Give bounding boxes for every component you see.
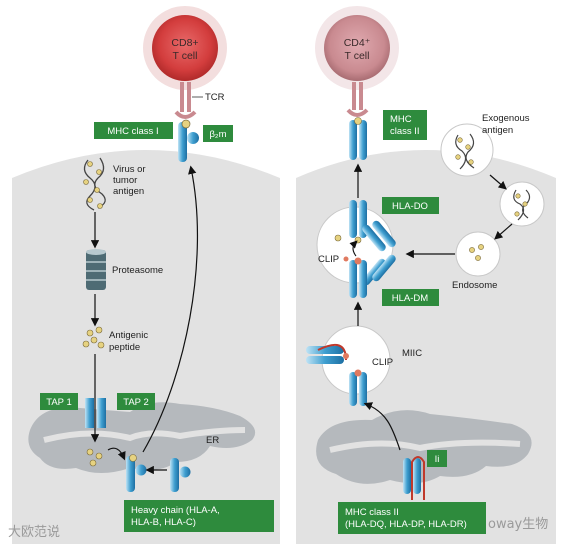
er-peptides-icon xyxy=(86,448,103,467)
endosome-peptides xyxy=(469,244,484,261)
exogenous-antigen-icon xyxy=(455,133,475,170)
tap1-badge xyxy=(40,393,78,410)
peptide-label-line2: peptide xyxy=(109,342,140,353)
tap2-badge xyxy=(117,393,155,410)
endosome-antigen-dots xyxy=(514,193,528,217)
er-lumen-fold xyxy=(43,427,246,443)
heavy-chain-badge xyxy=(124,500,274,532)
arrow-exogenous-to-endosome xyxy=(489,174,507,190)
free-peptide xyxy=(334,234,342,242)
miic-label: MIIC xyxy=(402,348,422,359)
mhc-class-i-badge xyxy=(94,122,173,139)
proteasome-icon xyxy=(86,249,106,290)
mhc-class-ii-box-line1: MHC class II xyxy=(345,507,399,518)
early-endosome xyxy=(499,181,545,227)
ii-badge xyxy=(427,450,447,467)
clip-label-upper: CLIP xyxy=(318,254,339,265)
tap2-transporter xyxy=(97,398,106,428)
mhc-class-ii-clip-miic xyxy=(349,369,367,406)
exogenous-antigen-dots xyxy=(455,137,474,165)
antigenic-peptide-icon xyxy=(82,326,105,349)
released-clip xyxy=(343,256,349,262)
heavy-chain-label-line1: Heavy chain (HLA-A, xyxy=(131,505,220,516)
watermark-left: 大欧范说 xyxy=(8,525,60,540)
cd8-label-line1: CD8+ xyxy=(171,37,198,49)
virus-label-line2: tumor xyxy=(113,175,137,186)
virus-label-line3: antigen xyxy=(113,186,144,197)
mhc-class-i-loaded xyxy=(126,454,147,492)
arrow-er-to-surface xyxy=(142,165,199,453)
cd4-label-line1: CD4⁺ xyxy=(344,37,371,49)
tap1-transporter xyxy=(85,398,94,428)
left-panel: CD8+ T cell TCR MHC class I β₂m Virus xyxy=(12,6,280,544)
hla-dm-label: HLA-DM xyxy=(392,293,429,304)
mhc-class-i-surface xyxy=(178,119,199,162)
cd8-label-line2: T cell xyxy=(173,50,198,62)
mhc-class-i-empty xyxy=(170,458,191,492)
peptide-label-line1: Antigenic xyxy=(109,330,148,341)
exogenous-label-line2: antigen xyxy=(482,125,513,136)
tap2-label: TAP 2 xyxy=(123,397,149,408)
watermark-right: oway生物 xyxy=(488,517,548,532)
hla-do-molecule xyxy=(362,220,396,252)
cd8-t-cell xyxy=(152,15,218,81)
hla-dm-molecule xyxy=(362,254,396,286)
arrow-early-to-endosome xyxy=(494,223,513,240)
heavy-chain-label-line2: HLA-B, HLA-C) xyxy=(131,517,196,528)
exogenous-label-line1: Exogenous xyxy=(482,113,530,124)
right-er-lumen-fold xyxy=(329,439,521,453)
arrow-clip-exchange xyxy=(349,240,358,257)
tap1-label: TAP 1 xyxy=(46,397,72,408)
mhc-class-ii-ii-complex xyxy=(306,343,349,364)
right-panel: CD4⁺ T cell MHC class II Exogenous antig… xyxy=(296,6,556,544)
left-cytoplasm xyxy=(12,150,280,544)
virus-antigen-icon xyxy=(83,157,106,211)
tcr-receptor-cd4 xyxy=(346,82,369,117)
hla-do-badge xyxy=(382,197,439,214)
exogenous-antigen-vesicle xyxy=(440,123,494,177)
mhc-class-ii-surface xyxy=(349,117,367,160)
clip-label-lower: CLIP xyxy=(372,357,393,368)
mhc-class-ii-box-line2: (HLA-DQ, HLA-DP, HLA-DR) xyxy=(345,519,467,530)
mhc-class-ii-label-line1: MHC xyxy=(390,114,412,125)
endosome-label: Endosome xyxy=(452,280,497,291)
proteasome-label: Proteasome xyxy=(112,265,163,276)
b2m-badge xyxy=(203,125,233,142)
mhc-class-i-label: MHC class I xyxy=(107,126,158,137)
hla-dm-badge xyxy=(382,289,439,306)
virus-label-line1: Virus or xyxy=(113,164,146,175)
cd4-label-line2: T cell xyxy=(345,50,370,62)
mhc-class-ii-invariant-chain xyxy=(403,456,425,500)
mhc-class-ii-with-clip xyxy=(349,257,367,298)
tcr-receptor xyxy=(174,82,197,119)
cd4-t-cell xyxy=(324,15,390,81)
mhc-class-ii-label-line2: class II xyxy=(390,126,420,137)
hla-do-label: HLA-DO xyxy=(392,201,428,212)
mhc-class-ii-badge xyxy=(383,110,427,140)
b2m-label: β₂m xyxy=(209,129,226,140)
tcr-label: TCR xyxy=(205,92,225,103)
arrow-er-to-miic xyxy=(363,402,401,451)
arrow-peptide-to-heavy-chain xyxy=(107,447,126,461)
virus-antigen-dots xyxy=(83,161,103,209)
mhc-class-ii-box-badge xyxy=(338,502,486,534)
er-label: ER xyxy=(206,435,219,446)
ii-label: Ii xyxy=(435,454,440,465)
endosome xyxy=(455,231,501,277)
